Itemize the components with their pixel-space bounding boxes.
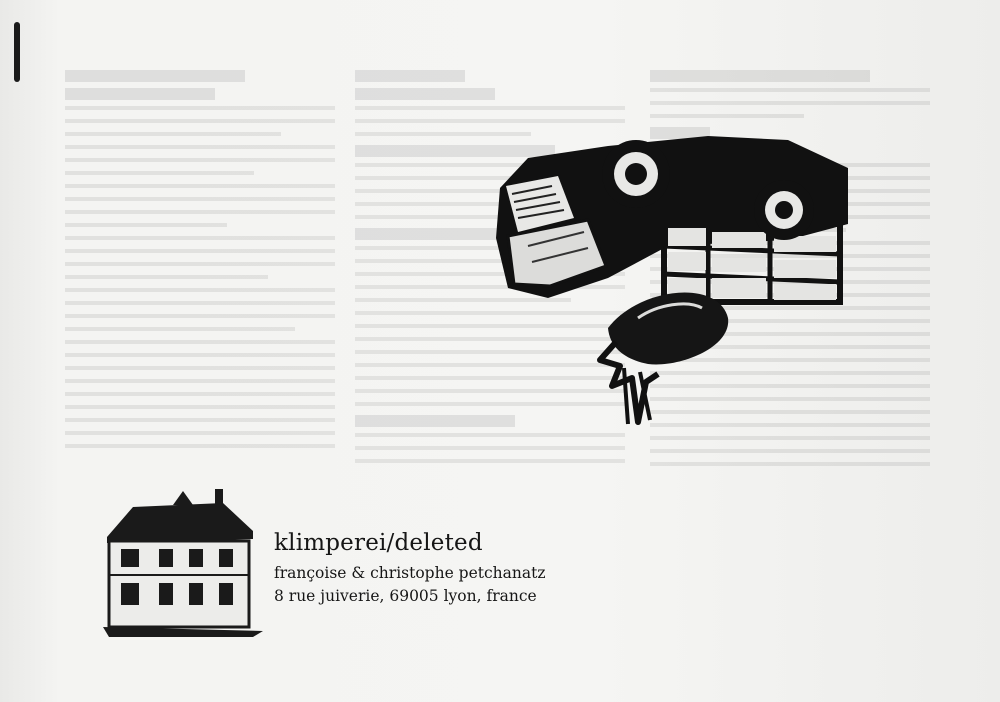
label-name: klimperei/deleted	[274, 530, 483, 556]
turnip	[597, 292, 729, 425]
house-icon	[103, 489, 263, 637]
overturned-truck-illustration	[496, 136, 848, 425]
label-address: 8 rue juiverie, 69005 lyon, france	[274, 587, 537, 605]
label-owners: françoise & christophe petchanatz	[274, 564, 546, 582]
truck-body	[496, 136, 848, 305]
ghost-column	[65, 70, 335, 457]
binding-mark	[14, 22, 20, 82]
label-address-block: klimperei/deleted françoise & christophe…	[274, 528, 546, 608]
wheels	[602, 140, 814, 240]
